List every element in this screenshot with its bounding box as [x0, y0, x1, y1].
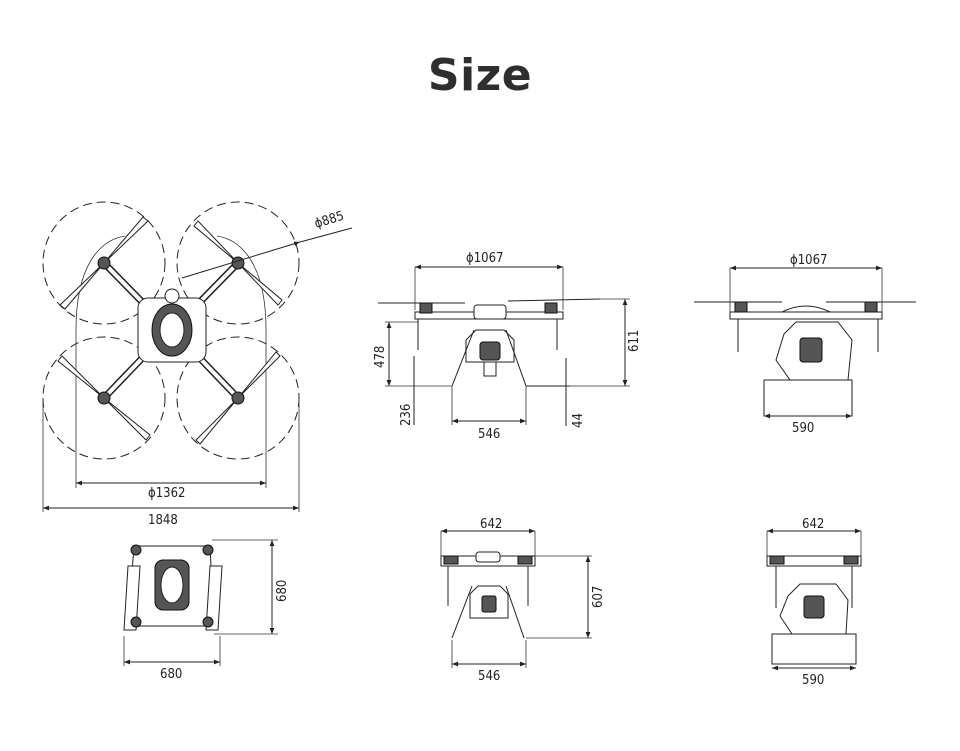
dim-folded-front-height: 607 — [591, 586, 606, 608]
dim-front-body-height: 478 — [373, 346, 388, 368]
side-spray-tank — [763, 379, 853, 417]
rotor-circle-rear-left — [42, 336, 166, 460]
dim-front-clearance: 44 — [571, 413, 586, 428]
front-body — [473, 304, 507, 320]
span-arc-right — [216, 235, 267, 331]
front-view-drone — [378, 298, 601, 387]
motor-rear-left — [97, 391, 111, 405]
dim-folded-side-width: 642 — [802, 517, 824, 532]
rotor-circle-front-right — [176, 201, 300, 325]
span-arc-left — [75, 235, 126, 331]
dim-front-gear-width: 546 — [478, 427, 500, 442]
motor-front-right — [231, 256, 245, 270]
dim-folded-side-tank: 590 — [802, 673, 824, 688]
dim-overall-span: 1848 — [148, 513, 178, 528]
side-canopy — [781, 305, 831, 313]
dim-folded-front-width: 642 — [480, 517, 502, 532]
folded-side-view-drone — [766, 555, 862, 665]
dim-folded-top-depth: 680 — [275, 580, 290, 602]
motor-front-left — [97, 256, 111, 270]
dim-front-gear-height: 236 — [399, 404, 414, 426]
side-arm-bar — [729, 311, 883, 320]
rotor-circle-front-left — [42, 201, 166, 325]
dim-side-tank-width: 590 — [792, 421, 814, 436]
dim-inner-span: ϕ1362 — [148, 486, 185, 501]
side-view-drone — [694, 301, 916, 417]
dim-folded-top-width: 680 — [160, 667, 182, 682]
dim-front-rotor-span: ϕ1067 — [466, 251, 503, 266]
folded-side-spray-tank — [771, 633, 857, 665]
folded-top-view-drone — [123, 544, 223, 631]
dim-folded-front-gear: 546 — [478, 669, 500, 684]
motor-rear-right — [231, 391, 245, 405]
top-view-drone — [42, 201, 300, 488]
dim-side-rotor-span: ϕ1067 — [790, 253, 827, 268]
dim-front-total-height: 611 — [627, 330, 642, 352]
page-title: Size — [427, 50, 533, 101]
folded-front-view-drone — [440, 551, 536, 639]
dim-rotor-diameter: ϕ885 — [313, 209, 346, 232]
